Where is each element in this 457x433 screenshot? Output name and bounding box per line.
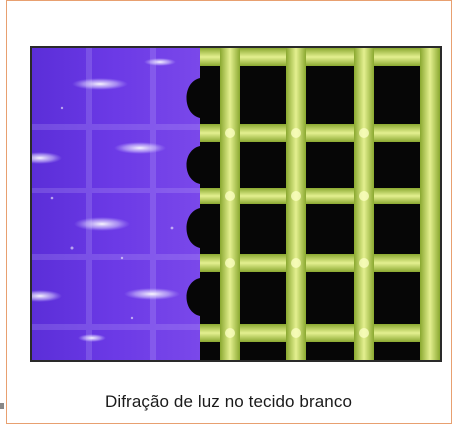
figure-caption: Difração de luz no tecido branco [104,392,352,411]
margin-mark [0,403,4,409]
fabric-mesh-image [32,48,440,360]
purple-region [32,48,200,360]
light-glints [32,58,180,342]
fabric-photo [30,46,442,362]
mesh-grid [182,48,440,360]
